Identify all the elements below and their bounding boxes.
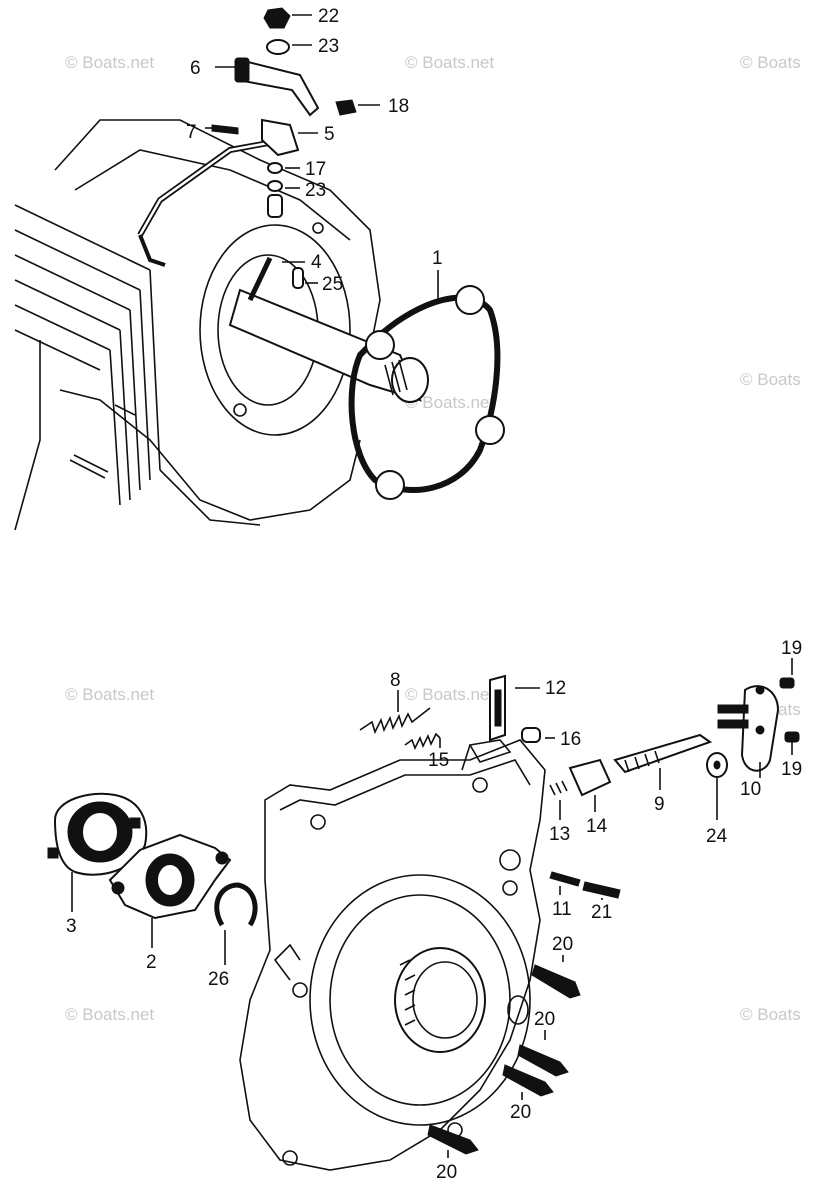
callout-10: 10: [740, 779, 761, 800]
callout-9: 9: [654, 794, 665, 815]
callout-2: 2: [146, 952, 157, 973]
callout-23: 23: [305, 180, 326, 201]
callout-16: 16: [560, 729, 581, 750]
bolts-part: [427, 871, 621, 1155]
callout-17: 17: [305, 159, 326, 180]
bearing-holder-part: [47, 792, 148, 876]
watermark: © Boats.net: [65, 1005, 154, 1024]
callout-24: 24: [706, 826, 728, 847]
callout-leaders-top: [205, 14, 439, 300]
callout-7: 7: [186, 122, 197, 143]
callout-15: 15: [428, 750, 449, 771]
side-cover-illustration: [239, 739, 546, 1171]
watermark: © Boats: [740, 370, 801, 389]
gasket-part: [348, 285, 505, 500]
callout-11: 11: [552, 899, 572, 920]
callout-4: 4: [311, 252, 322, 273]
callout-19: 19: [781, 759, 802, 780]
callout-leaders-bottom: [71, 658, 793, 1158]
holder-plate-part: [108, 833, 232, 920]
callouts-bottom: 8 12 19 15 16 9 10 19 13 14 24 3 11 21 2…: [66, 638, 802, 1183]
callout-20: 20: [534, 1009, 555, 1030]
arm-part: [461, 674, 541, 771]
callout-12: 12: [545, 678, 566, 699]
callout-23: 23: [318, 36, 339, 57]
callout-18: 18: [388, 96, 409, 117]
linkage-illustration: [137, 7, 357, 302]
callout-3: 3: [66, 916, 77, 937]
watermark: © Boats.net: [405, 53, 494, 72]
cover-plate-part: [706, 677, 800, 778]
callout-19: 19: [781, 638, 802, 659]
watermark: © Boats.net: [405, 685, 494, 704]
callout-26: 26: [208, 969, 229, 990]
callout-20: 20: [552, 934, 573, 955]
watermark: © Boats: [740, 1005, 801, 1024]
engine-block-illustration: [14, 119, 429, 531]
callout-20: 20: [436, 1162, 457, 1183]
circlip-part: [214, 882, 258, 927]
watermark: © Boats.net: [65, 53, 154, 72]
callout-1: 1: [432, 248, 443, 269]
callout-13: 13: [549, 824, 570, 845]
callout-5: 5: [324, 124, 335, 145]
watermark: © Boats: [740, 53, 801, 72]
callout-20: 20: [510, 1102, 531, 1123]
watermark: © Boats.net: [65, 685, 154, 704]
springs-part: [359, 707, 441, 750]
watermark: © Boats.net: [405, 393, 494, 412]
callout-8: 8: [390, 670, 401, 691]
callout-6: 6: [190, 58, 201, 79]
callout-22: 22: [318, 6, 339, 27]
adjuster-shaft-part: [549, 733, 713, 797]
callout-21: 21: [591, 902, 612, 923]
callout-25: 25: [322, 274, 343, 295]
callouts-top: 22 23 6 18 7 5 17 23 4 25 1: [186, 6, 443, 295]
callout-14: 14: [586, 816, 608, 837]
